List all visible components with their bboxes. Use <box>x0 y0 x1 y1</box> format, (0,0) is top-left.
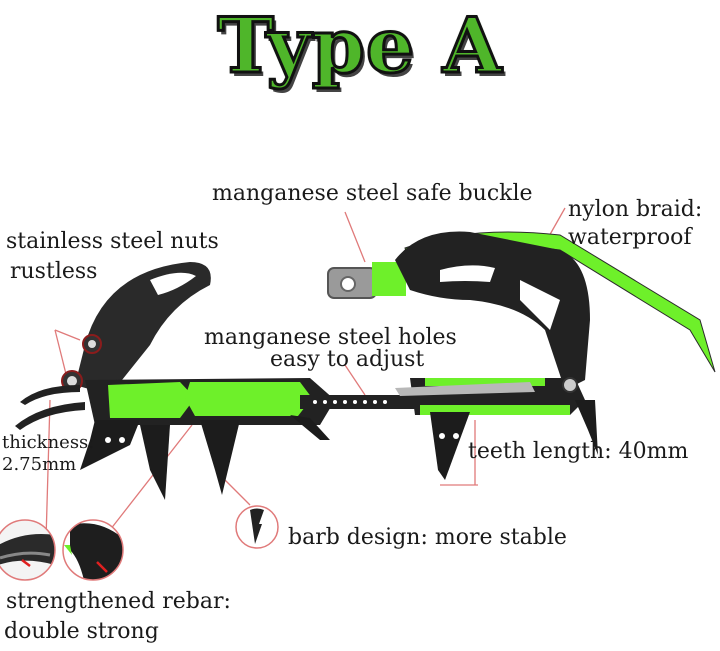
rebar-detail-left-icon <box>0 519 124 581</box>
barb-tooth-detail-icon <box>235 505 279 549</box>
label-teeth-length: teeth length: 40mm <box>468 439 689 464</box>
label-barb-design: barb design: more stable <box>288 525 567 550</box>
label-easy-adjust: easy to adjust <box>270 347 425 372</box>
label-safe-buckle: manganese steel safe buckle <box>212 181 533 206</box>
label-steel-holes: manganese steel holes <box>204 325 457 350</box>
label-nylon-braid: nylon braid: <box>568 197 703 222</box>
label-thickness: thickness: <box>2 432 95 453</box>
label-waterproof: waterproof <box>568 225 692 250</box>
label-strengthened-rebar: strengthened rebar: <box>6 589 231 614</box>
label-thickness-value: 2.75mm <box>2 454 77 475</box>
leader-lines <box>45 207 566 541</box>
label-stainless-nuts: stainless steel nuts <box>6 229 219 254</box>
page-title: Type A <box>216 0 503 92</box>
label-double-strong: double strong <box>4 619 159 644</box>
label-rustless: rustless <box>10 259 98 284</box>
rebar-detail-right-icon <box>63 520 123 580</box>
